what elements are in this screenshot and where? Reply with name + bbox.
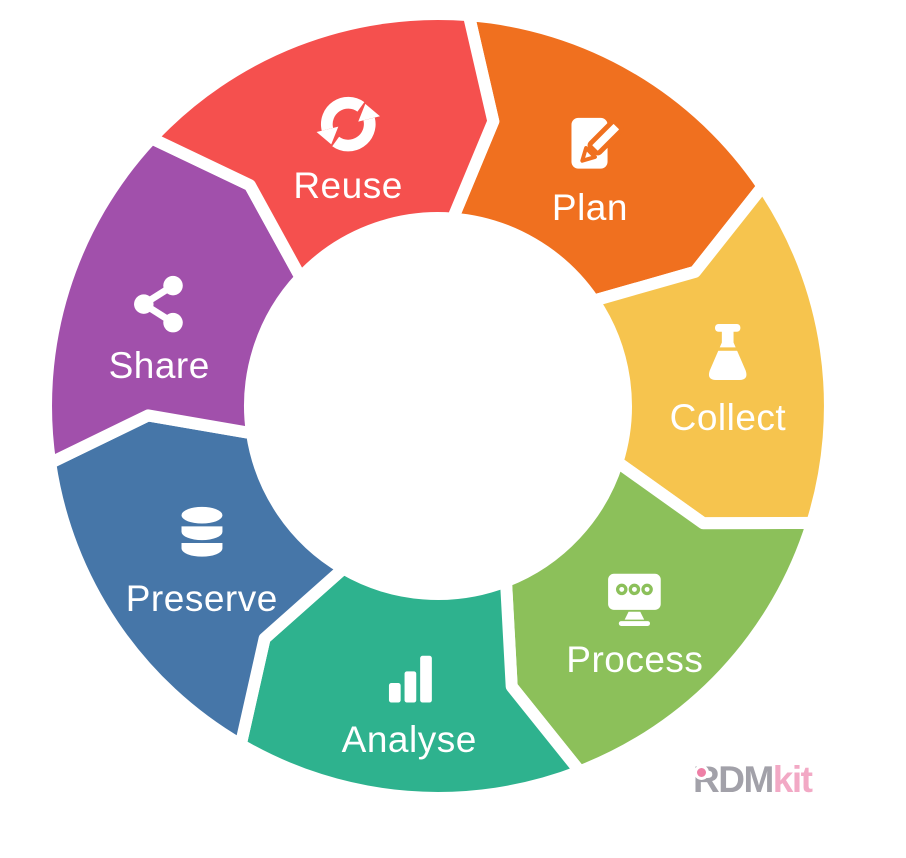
logo-node-dot-icon (694, 765, 709, 780)
segment-reuse[interactable]: Reuse (293, 85, 402, 207)
segment-shape-process[interactable] (500, 456, 819, 778)
flask-icon (709, 323, 747, 380)
segment-label: Preserve (125, 578, 278, 620)
logo-text-accent: kit (772, 759, 813, 800)
segment-process[interactable]: Process (566, 559, 703, 681)
segment-label: Analyse (341, 719, 477, 761)
database-icon (181, 507, 223, 558)
segment-label: Plan (551, 187, 628, 229)
segment-label: Process (566, 639, 704, 681)
refresh-icon (316, 96, 380, 151)
rdmkit-logo: RDMkit (693, 759, 813, 800)
segment-label: Collect (669, 397, 787, 438)
segment-label: Share (108, 345, 210, 387)
segment-analyse[interactable]: Analyse (342, 639, 477, 761)
share-icon (133, 276, 183, 333)
segment-label: Reuse (293, 164, 403, 206)
segment-plan[interactable]: Plan (551, 108, 629, 230)
edit-icon (571, 118, 624, 169)
segment-shape-reuse[interactable] (145, 7, 500, 284)
segment-preserve[interactable]: Preserve (126, 499, 278, 621)
bar-chart-icon (388, 655, 432, 703)
segment-share[interactable]: Share (109, 266, 210, 388)
segment-shape-share[interactable] (40, 132, 307, 469)
segment-shape-preserve[interactable] (44, 409, 350, 751)
monitor-icon (608, 573, 662, 626)
segment-shape-collect[interactable] (587, 180, 836, 530)
segment-shape-plan[interactable] (446, 9, 769, 307)
segment-collect[interactable]: Collect (670, 317, 787, 439)
